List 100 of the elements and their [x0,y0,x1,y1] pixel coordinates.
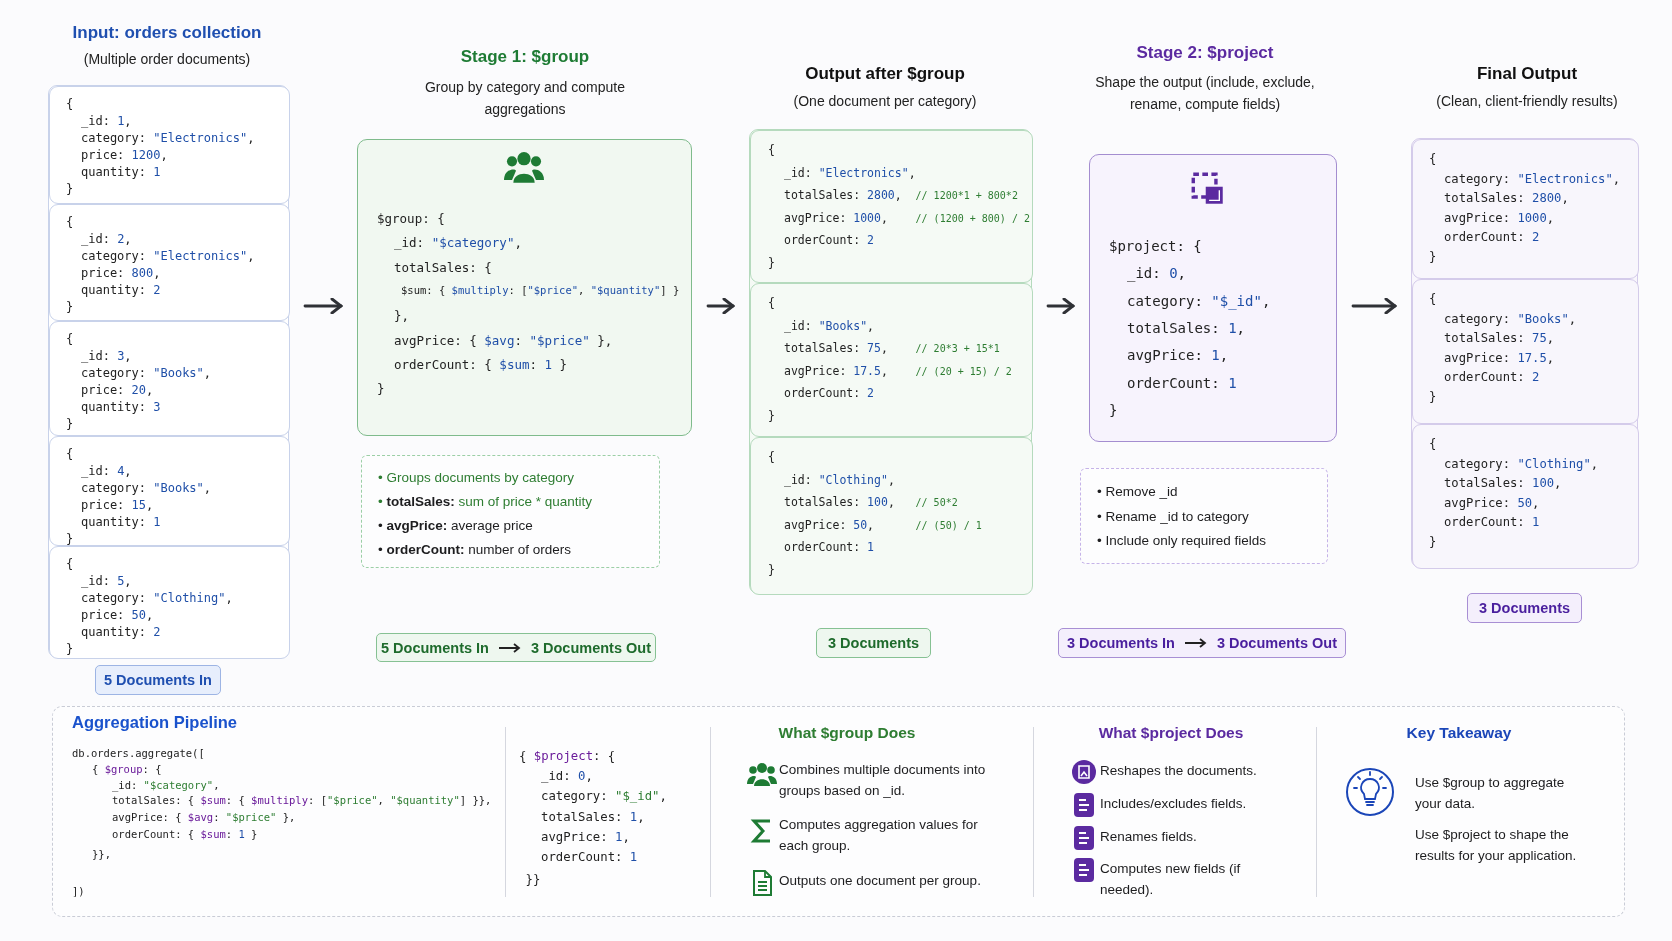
code-line: _id: "Electronics", [784,165,916,180]
code-line: { [66,215,74,229]
badge-text: 3 Documents Out [1216,635,1337,651]
code-line: { [768,450,775,464]
code-line: totalSales: 75, [1444,331,1555,345]
bullet-item: • Remove _id [1097,483,1179,501]
code-line: category: "Electronics", [1444,171,1621,186]
code-line: { $group: { [92,763,162,775]
code-line: } [768,563,775,577]
code-line: db.orders.aggregate([ [72,747,205,759]
code-line: { [1429,437,1437,451]
column-subtitle: Group by category and compute aggregations [424,78,626,119]
code-line: } [66,417,74,431]
code-line: { [66,447,74,461]
bullet-item: • Include only required fields [1097,532,1268,550]
description-text: Combines multiple documents into groups based on _id. [779,761,987,800]
badge-text: 3 Documents [827,635,920,651]
code-line: { [66,332,74,346]
count-badge [1058,628,1346,658]
code-line: quantity: 2 [81,283,161,297]
bullet-item: • orderCount: number of orders [378,541,573,559]
code-line: } [1109,401,1118,418]
code-line: orderCount: 1 [784,540,875,555]
bullet-item: • totalSales: sum of price * quantity [378,493,594,511]
code-line: _id: 0, [541,769,593,783]
document-card [49,86,290,204]
code-line: avgPrice: 1, [541,830,630,844]
code-line: price: 800, [81,266,161,280]
code-line: $project: { [1109,238,1202,254]
code-line: orderCount: 2 [784,233,875,248]
note-box [1080,468,1328,564]
code-line: } [1429,534,1437,549]
document-stack [48,85,289,658]
code-line: price: 15, [81,498,154,512]
badge-text: 3 Documents [1478,600,1571,616]
code-line: orderCount: 1 [1127,374,1237,391]
code-line: totalSales: 75, // 20*3 + 15*1 [784,341,1000,356]
code-line: { [1429,292,1437,306]
code-line: { [768,296,775,310]
code-line: } [66,182,74,196]
code-line: _id: "Books", [784,318,875,333]
column-heading: Stage 1: $group [459,46,591,68]
code-line: { [66,557,74,571]
bullet-item: • avgPrice: average price [378,517,534,535]
code-line: orderCount: { $sum: 1 } [394,356,568,372]
code-line: totalSales: 1, [1127,319,1246,336]
code-line: } [768,256,775,270]
code-line: category: "Clothing", [1444,456,1599,471]
code-line: } [1429,389,1437,404]
badge-text: 3 Documents In [1067,635,1175,651]
code-line: } [377,381,385,397]
code-line: }}, [92,848,111,860]
code-line: price: 50, [81,608,154,622]
code-line: category: "Books", [81,481,212,495]
count-badge [376,633,656,662]
code-line: orderCount: 2 [1444,370,1540,384]
code-line: $group: { [377,211,445,226]
document-card [1412,279,1639,424]
badge-text: 5 Documents In [381,639,489,656]
description-text: Outputs one document per group. [779,872,982,890]
document-card [49,546,290,659]
arrow [1046,297,1075,315]
code-line: orderCount: 1 [1444,515,1540,529]
code-line: category: "$_id", [1127,292,1271,309]
stage-box [357,139,692,436]
code-line: }} [525,872,541,886]
code-line: $sum: { $multiply: ["$price", "$quantity"] } [401,283,680,296]
code-line: quantity: 2 [81,625,161,639]
code-line: price: 20, [81,383,154,397]
description-text: Renames fields. [1100,828,1198,846]
code-line: _id: "$category", [112,779,220,791]
code-line: orderCount: 1 [541,850,638,864]
bullet-item: • Rename _id to category [1097,507,1250,526]
description-text: Reshapes the documents. [1100,762,1258,780]
code-line: } [1429,249,1437,264]
code-line: avgPrice: 50, [1444,495,1540,510]
description-text: Includes/excludes fields. [1100,795,1248,813]
code-line: avgPrice: 17.5, // (20 + 15) / 2 [784,363,1012,378]
count-badge [1467,593,1582,623]
code-line: category: "Books", [81,366,212,380]
document-card [750,283,1033,437]
code-line: } [66,642,74,656]
note-box [361,455,660,568]
code-line: } [66,300,74,314]
code-line: price: 1200, [81,148,168,162]
column-heading: Input: orders collection [71,22,263,44]
section-heading: What $group Does [778,724,916,742]
document-stack [749,129,1032,594]
code-line: ]) [72,885,85,897]
code-line: totalSales: { $sum: { $multiply: ["$price", "$quantity"] }}, [112,794,492,806]
column-subtitle: (One document per category) [792,92,978,111]
code-line: _id: 3, [81,349,132,363]
document-card [750,130,1033,283]
code-line: orderCount: 2 [784,386,875,401]
code-line: totalSales: 2800, [1444,191,1569,205]
document-card [49,321,290,436]
code-line: totalSales: 1, [541,810,645,824]
code-line: avgPrice: 50, // (50) / 1 [784,517,982,532]
code-line: category: "Electronics", [81,131,255,145]
document-card [49,204,290,321]
